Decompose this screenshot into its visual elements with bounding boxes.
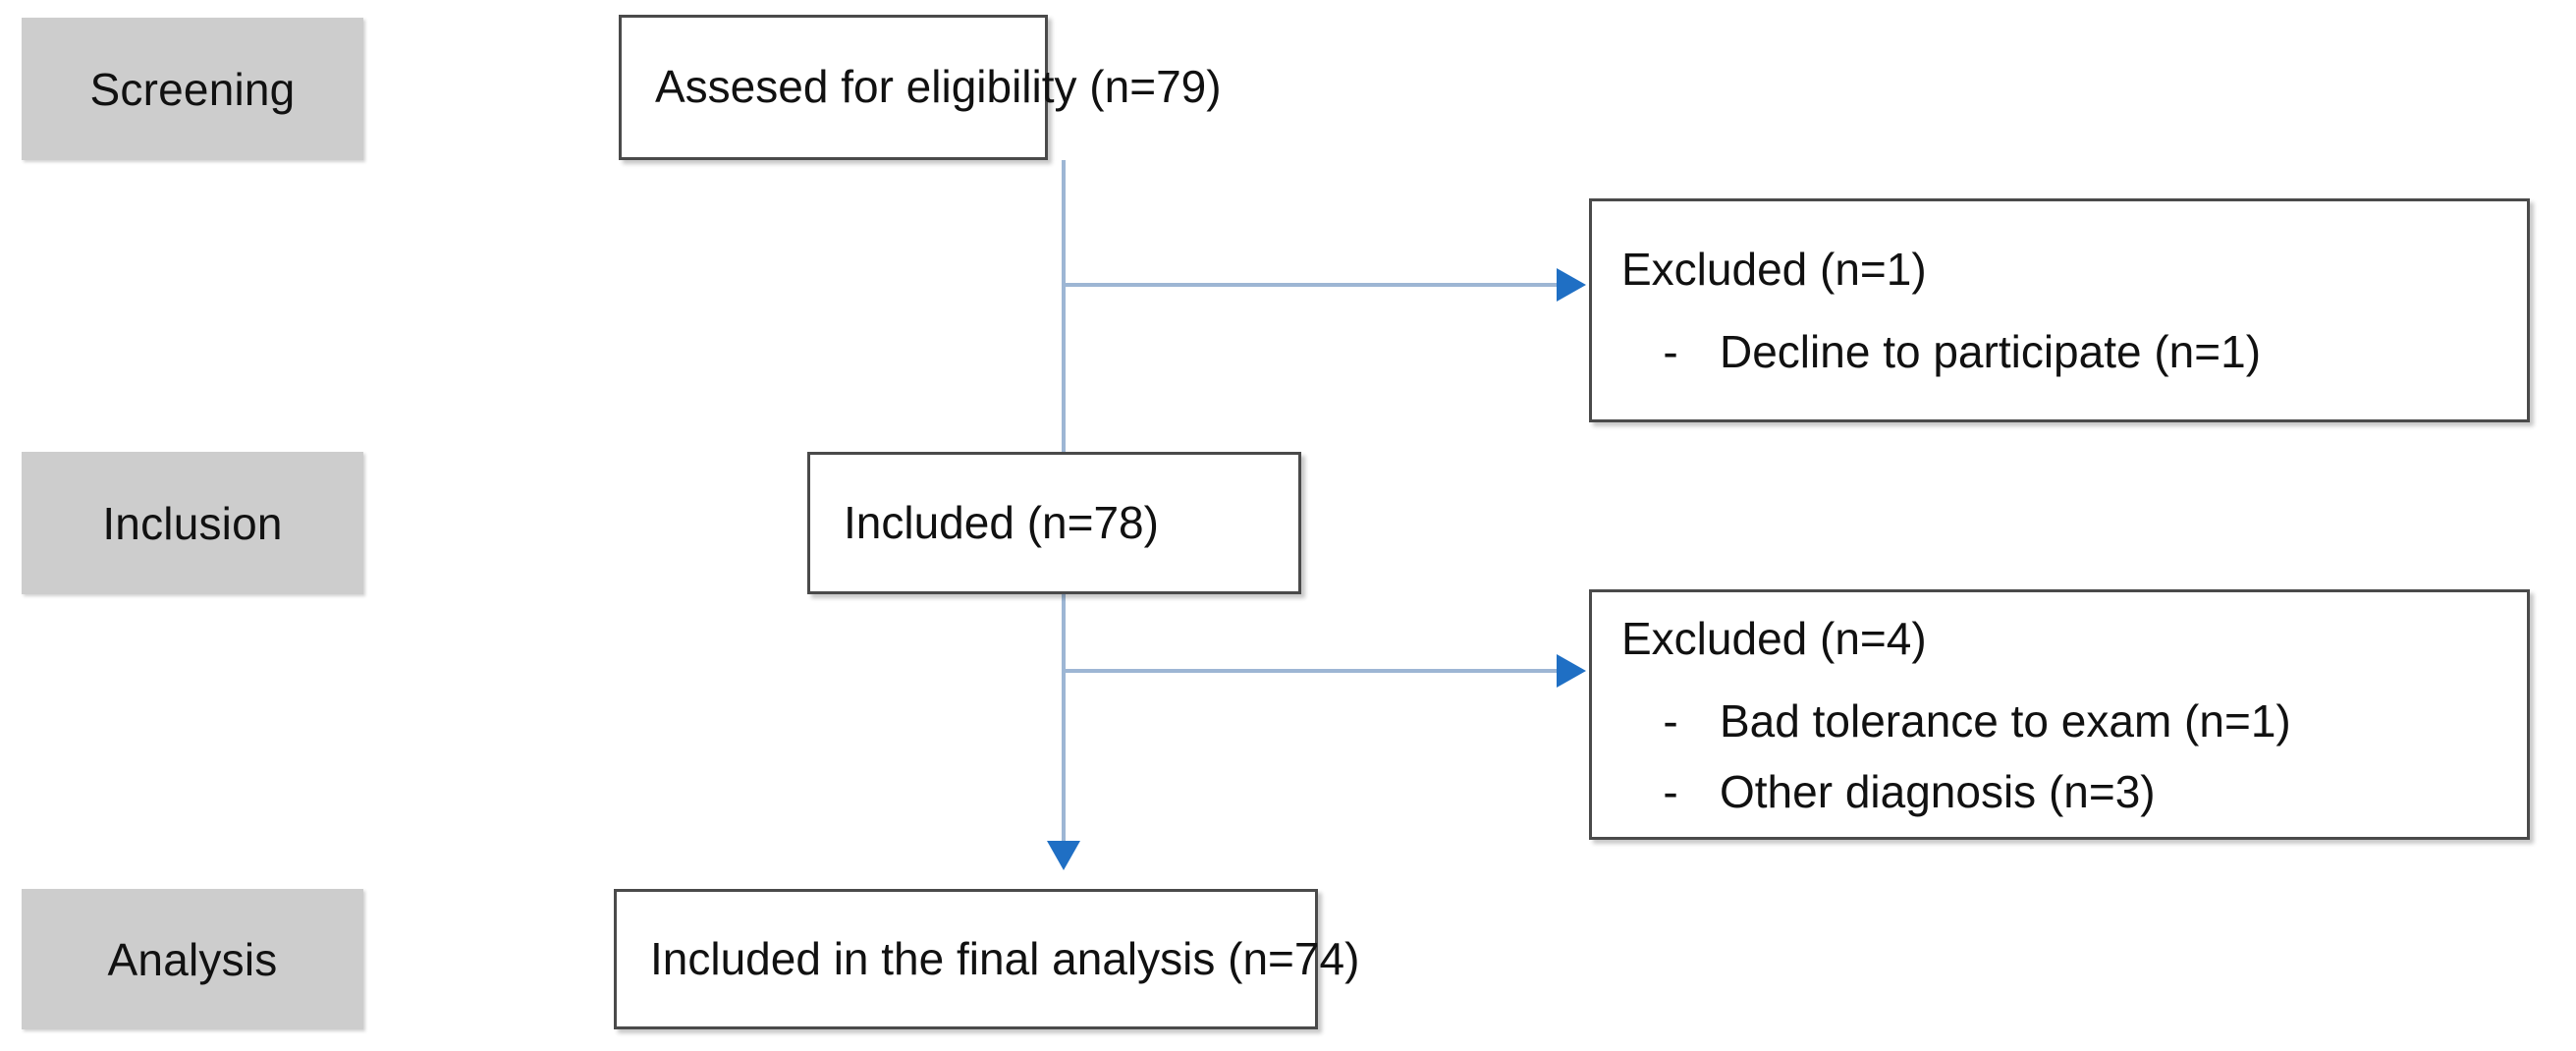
stage-label-screening-text: Screening xyxy=(89,63,296,115)
stage-label-inclusion-text: Inclusion xyxy=(102,497,283,549)
connector-included-to-final xyxy=(1062,594,1066,845)
box-included-text: Included (n=78) xyxy=(844,496,1159,548)
stage-label-analysis: Analysis xyxy=(22,889,363,1029)
box-excluded-1: Excluded (n=1) - Decline to participate … xyxy=(1589,198,2530,422)
bullet-dash-icon: - xyxy=(1663,326,1678,377)
box-included: Included (n=78) xyxy=(807,452,1301,594)
arrowhead-to-excluded-2 xyxy=(1557,654,1586,688)
box-assessed-for-eligibility-text: Assesed for eligibility (n=79) xyxy=(655,61,1222,113)
arrowhead-to-excluded-1 xyxy=(1557,268,1586,302)
box-excluded-1-heading: Excluded (n=1) xyxy=(1621,244,1927,295)
bullet-dash-icon: - xyxy=(1663,694,1678,747)
box-excluded-1-reason-1-text: Decline to participate (n=1) xyxy=(1720,326,2262,377)
box-assessed-for-eligibility: Assesed for eligibility (n=79) xyxy=(619,15,1222,160)
stage-label-inclusion: Inclusion xyxy=(22,452,363,594)
bullet-dash-icon: - xyxy=(1663,765,1678,817)
box-included-final-analysis-text: Included in the final analysis (n=74) xyxy=(650,932,1360,984)
connector-included-to-excluded-2 xyxy=(1062,669,1559,673)
stage-label-analysis-text: Analysis xyxy=(107,933,278,985)
box-excluded-2-reason-1-text: Bad tolerance to exam (n=1) xyxy=(1720,694,2291,747)
box-included-final-analysis: Included in the final analysis (n=74) xyxy=(614,889,1359,1029)
stage-label-screening: Screening xyxy=(22,18,363,160)
connector-assessed-to-excluded-1 xyxy=(1062,283,1559,287)
box-excluded-2-reason-2-text: Other diagnosis (n=3) xyxy=(1720,765,2156,817)
box-excluded-1-reason-1: - Decline to participate (n=1) xyxy=(1592,325,2527,378)
box-excluded-2-reason-1: - Bad tolerance to exam (n=1) xyxy=(1592,694,2527,747)
box-excluded-2-reason-2: - Other diagnosis (n=3) xyxy=(1592,765,2527,818)
box-excluded-2-heading: Excluded (n=4) xyxy=(1621,612,1927,664)
box-excluded-2: Excluded (n=4) - Bad tolerance to exam (… xyxy=(1589,589,2530,840)
arrowhead-to-final-analysis xyxy=(1047,841,1080,870)
connector-assessed-to-included xyxy=(1062,160,1066,455)
